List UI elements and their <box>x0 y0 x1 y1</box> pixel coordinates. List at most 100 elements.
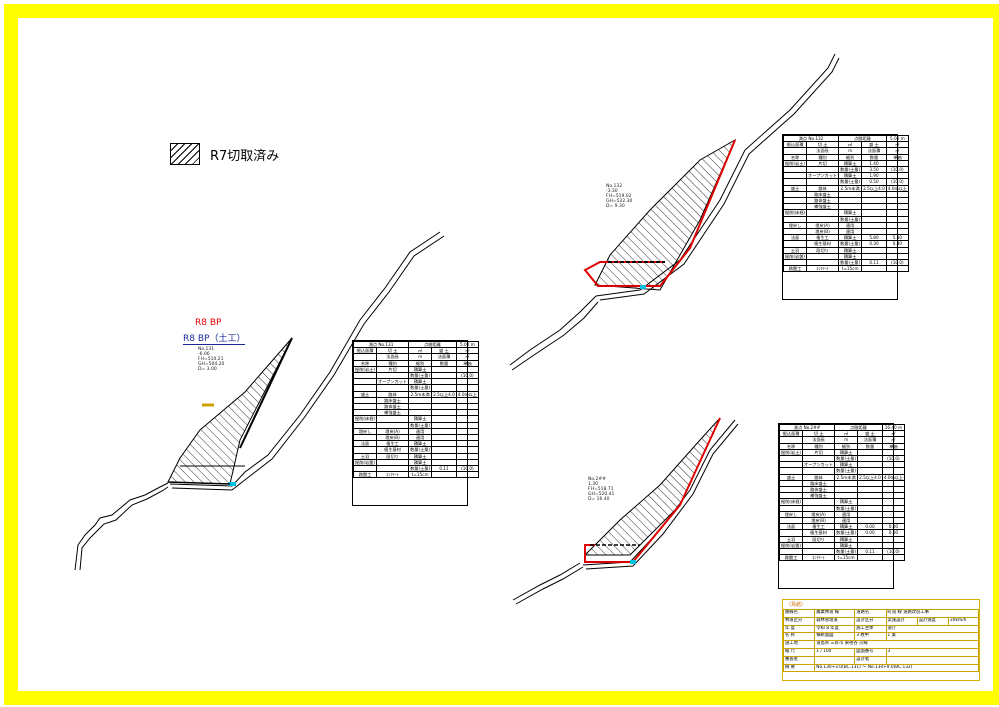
table-row: 数量(土量)0.11(10.0) <box>782 259 909 267</box>
table-cell <box>376 415 410 423</box>
table-cell: 単価 <box>885 153 909 161</box>
table-cell: 植生基材 <box>806 240 840 248</box>
table-cell: (10.0) <box>885 165 909 174</box>
table-cell: 積算土 <box>838 246 863 254</box>
table-row: 数量(土量)0.11(10.0) <box>352 465 479 473</box>
table-row: 埋戻し埋戻(A)適用 <box>352 427 479 436</box>
table-cell: 数量(土量) <box>834 454 859 463</box>
table-cell: 切 土 <box>806 141 840 149</box>
title-block-cell: 路線名 <box>782 609 816 618</box>
table-cell: m <box>408 353 433 361</box>
table-cell: 法面長 <box>802 436 836 444</box>
table-cell: ｺﾝｸﾘｰﾄ <box>806 265 840 273</box>
table-cell: 積算土 <box>408 452 433 460</box>
table-header-cell: 5.00 m <box>885 134 909 143</box>
table-cell: 掘込面積 <box>782 141 808 149</box>
table-cell: (10.0) <box>455 465 479 473</box>
title-block-cell: 設計速度 <box>916 616 950 626</box>
table-cell: 積算土 <box>834 535 859 543</box>
table-cell <box>376 465 410 473</box>
table-cell <box>455 452 479 460</box>
table-cell: 切 土 <box>376 347 410 355</box>
table-cell: 切 土 <box>802 430 836 438</box>
table-row: 路床盛土 <box>782 190 909 199</box>
title-block-cell <box>885 655 980 665</box>
title-block: （鳥結） 路線名農業林道 線道路名町道 線 道路改良工事林道区分森林管理道設計区… <box>782 599 980 681</box>
title-block-row: 審査者 設計者 <box>782 655 980 665</box>
table-cell <box>881 479 905 488</box>
table-cell <box>376 371 410 380</box>
table-cell <box>802 498 836 506</box>
table-cell: 掘削(床掘) <box>778 498 804 506</box>
table-cell: 積算土 <box>408 458 433 467</box>
table-cell: ㎡ <box>838 141 863 149</box>
table-cell: 埋戻(B) <box>806 228 840 236</box>
title-block-cell: 20km/h <box>948 616 979 626</box>
table-cell: 数量(土量) <box>838 165 863 174</box>
table-cell: 数量(土量) <box>408 421 433 429</box>
title-block-cell: 令和 8 年度 <box>814 624 856 634</box>
table-cell: 積算土 <box>838 172 863 180</box>
table-cell: 掘削(岩盤) <box>778 541 804 550</box>
table-cell: 適用 <box>838 221 863 230</box>
table-cell <box>806 259 840 267</box>
table-header-cell: 測点 No.2## <box>778 423 836 432</box>
table-row: オープンカット積算土 <box>352 378 479 386</box>
table-cell: 単価 <box>881 442 905 450</box>
title-block-cell <box>814 655 856 665</box>
table-row: 掘削(岩盤)積算土 <box>352 458 479 467</box>
table-cell: 段切り <box>806 246 840 254</box>
table-cell: 積算土 <box>834 523 859 531</box>
bp-label: R8 BP <box>195 318 222 328</box>
table-cell: 積算土 <box>838 209 863 217</box>
table-cell: 数量(土量) <box>834 529 859 537</box>
table-row: 補強盛土 <box>778 492 905 500</box>
table-cell: 積算土 <box>838 252 863 261</box>
table-cell <box>455 378 479 386</box>
table-cell: 適用 <box>408 434 433 442</box>
table-cell: (10.0) <box>455 371 479 380</box>
table-cell: 片切 <box>806 159 840 168</box>
table-row: 名称種別細別数量単価 <box>352 359 479 367</box>
table-cell: 細別 <box>838 153 863 161</box>
title-block-cell: 林道区分 <box>782 616 816 626</box>
table-row: 掘削(岩土)片切積算土 <box>352 365 479 374</box>
table-cell <box>881 461 905 469</box>
title-block-cell: 施工主体 <box>854 624 887 634</box>
table-row: 補強盛土 <box>352 409 479 417</box>
table-cell: 積算土 <box>834 541 859 550</box>
table-cell: 適用 <box>834 510 859 519</box>
table-row: 補強盛土 <box>782 203 909 211</box>
table-cell: 路体 <box>376 390 410 398</box>
lower-cross-section <box>512 417 739 605</box>
title-block-cell: 審査者 <box>782 655 816 665</box>
table-cell: (10.0) <box>885 178 909 186</box>
table-cell: 積算土 <box>834 461 859 469</box>
table-row: 埋戻(B)適用 <box>352 434 479 442</box>
table-cell: 2.5以上4.0 <box>861 184 887 192</box>
table-cell: 適用 <box>834 517 859 525</box>
table-row: 埋戻(B)適用 <box>778 517 905 525</box>
table-cell: 数量(土量) <box>834 467 859 475</box>
title-block-cell: 1 / 100 <box>814 647 856 657</box>
table-cell <box>885 265 909 273</box>
table-row: 掘削(岩土)片切積算土 <box>778 448 905 457</box>
table-cell: 補強盛土 <box>806 203 840 211</box>
title-block-cell: 実施設計 <box>885 616 918 626</box>
title-block-cell: 設計者 <box>854 655 887 665</box>
table-cell <box>455 427 479 436</box>
table-cell: 種別 <box>806 153 840 161</box>
table-cell <box>834 479 859 488</box>
table-cell: 0.00 <box>881 523 905 531</box>
table-row: 名称種別細別数量単価 <box>778 442 905 450</box>
table-cell: 法面長 <box>376 353 410 361</box>
